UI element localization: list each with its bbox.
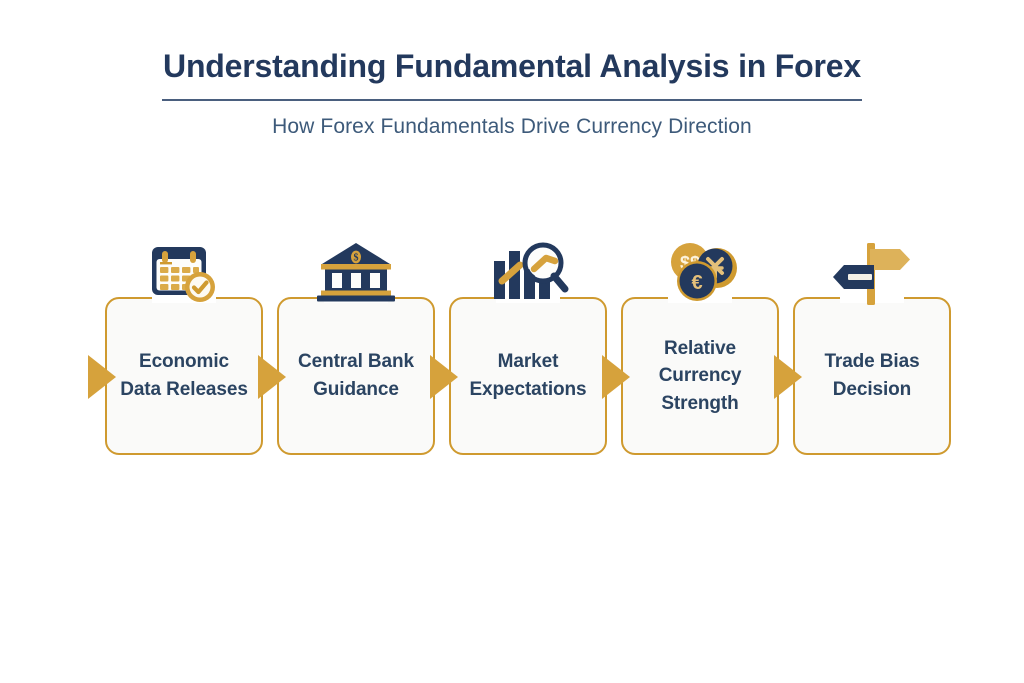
- flow-step-label-line1: Relative: [663, 337, 737, 359]
- flow-step-label: Relative Currency Strength: [651, 335, 750, 418]
- card-top-notch: [152, 295, 216, 303]
- flow-step-label: Trade Bias Decision: [816, 348, 927, 403]
- flow-arrow-into-step-4: [602, 355, 630, 399]
- svg-text:$: $: [354, 253, 359, 264]
- flow-step-label-line2: Decision: [832, 379, 912, 400]
- card-top-notch: [840, 295, 904, 303]
- flow-arrow-into-step-1: [88, 355, 116, 399]
- flow-step-label-line2: Expectations: [469, 379, 587, 400]
- page-title: Understanding Fundamental Analysis in Fo…: [163, 48, 861, 84]
- flow-step-card-central-bank-guidance[interactable]: $ Central Bank Guidance: [277, 243, 435, 455]
- flow-step-label-line1: Economic: [139, 351, 229, 373]
- flow-step-card-trade-bias-decision[interactable]: Trade Bias Decision: [793, 243, 951, 455]
- flow-arrow-into-step-5: [774, 355, 802, 399]
- flow-step-label-line1: Market: [497, 351, 559, 373]
- header: Understanding Fundamental Analysis in Fo…: [0, 0, 1024, 139]
- flow-step-card-market-expectations[interactable]: Market Expectations: [449, 242, 607, 455]
- card-top-notch: [668, 295, 732, 303]
- flow-step-label: Central Bank Guidance: [290, 348, 422, 403]
- flow-step-label-line1: Central Bank: [297, 351, 414, 373]
- card-top-notch: [324, 295, 388, 303]
- card-top-notch: [496, 295, 560, 303]
- flow-step-label-line3: Strength: [661, 392, 739, 414]
- flow-step-label-line2: Guidance: [313, 379, 399, 400]
- flow-step-label: Market Expectations: [461, 348, 594, 403]
- flow-arrow-into-step-3: [430, 355, 458, 399]
- title-divider: [162, 99, 862, 101]
- flow-step-label: Economic Data Releases: [112, 348, 256, 403]
- flow-step-label-line2: Data Releases: [120, 379, 248, 400]
- page-subtitle: How Forex Fundamentals Drive Currency Di…: [272, 115, 752, 138]
- flow-step-label-line1: Trade Bias: [824, 351, 920, 373]
- flow-step-card-economic-data-releases[interactable]: Economic Data Releases: [105, 247, 263, 455]
- flow-step-card-relative-currency-strength[interactable]: $$ € Relative Currency Strength: [621, 243, 779, 455]
- flow-arrow-into-step-2: [258, 355, 286, 399]
- svg-text:€: €: [691, 272, 702, 294]
- flow-step-label-line2: Currency: [658, 365, 742, 387]
- svg-text:$$: $$: [680, 253, 700, 273]
